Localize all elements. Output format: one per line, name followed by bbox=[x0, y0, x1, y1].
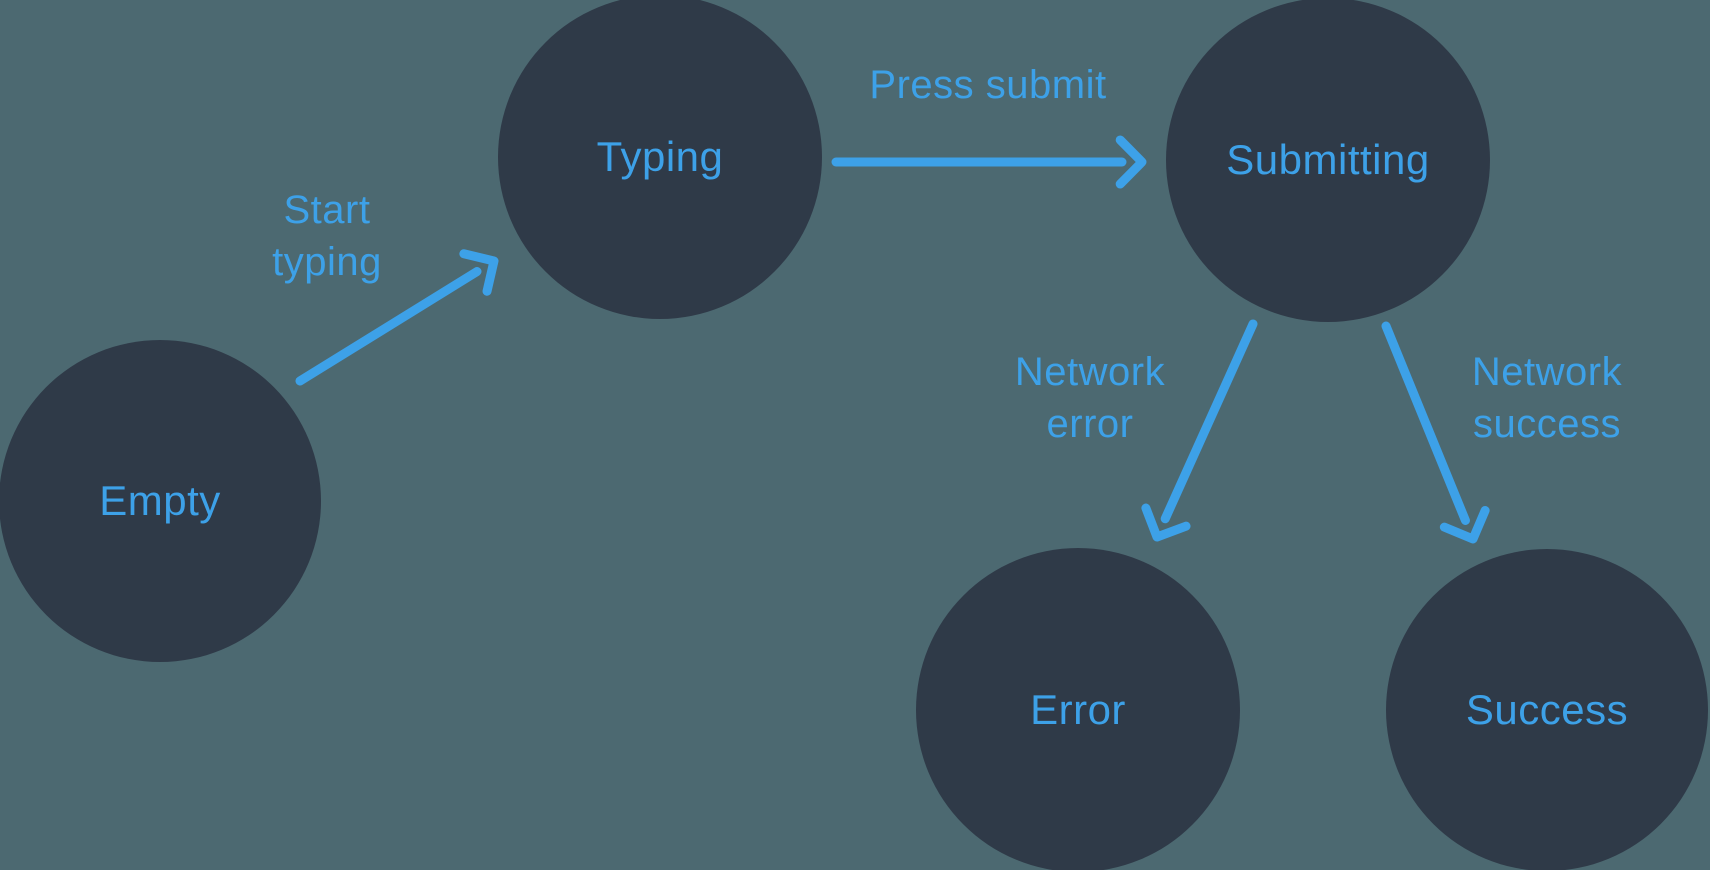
transition-arrowhead-icon bbox=[459, 249, 499, 296]
edge-label-line: Network bbox=[1471, 350, 1623, 394]
state-label-error: Error bbox=[1030, 686, 1126, 733]
state-label-submitting: Submitting bbox=[1226, 136, 1430, 183]
state-node-empty: Empty bbox=[0, 340, 321, 662]
edge-label-network-error: Network error bbox=[1015, 346, 1165, 450]
edge-label-line: error bbox=[1046, 402, 1134, 446]
state-node-error: Error bbox=[916, 548, 1240, 870]
edge-label-line: Start bbox=[283, 188, 371, 232]
state-label-typing: Typing bbox=[596, 133, 724, 180]
state-node-typing: Typing bbox=[498, 0, 822, 319]
edge-label-line: Press submit bbox=[869, 63, 1107, 107]
state-node-success: Success bbox=[1386, 549, 1708, 870]
state-label-empty: Empty bbox=[99, 477, 221, 524]
state-node-submitting: Submitting bbox=[1166, 0, 1490, 322]
state-label-success: Success bbox=[1465, 686, 1629, 733]
transition-arrow-shaft bbox=[1160, 319, 1258, 524]
edge-label-network-success: Network success bbox=[1472, 346, 1622, 450]
transition-arrowhead-icon bbox=[1439, 505, 1490, 544]
transition-arrow-shaft bbox=[1381, 321, 1470, 525]
edge-label-line: Network bbox=[1014, 350, 1166, 394]
edge-label-line: success bbox=[1472, 402, 1621, 446]
transition-arrowhead-icon bbox=[1115, 135, 1147, 189]
edge-label-press-submit: Press submit bbox=[869, 59, 1106, 111]
edge-label-start-typing: Start typing bbox=[272, 184, 382, 288]
edge-label-line: typing bbox=[272, 240, 382, 284]
transition-arrowhead-icon bbox=[1141, 503, 1191, 542]
transition-arrow-shaft bbox=[295, 267, 482, 386]
